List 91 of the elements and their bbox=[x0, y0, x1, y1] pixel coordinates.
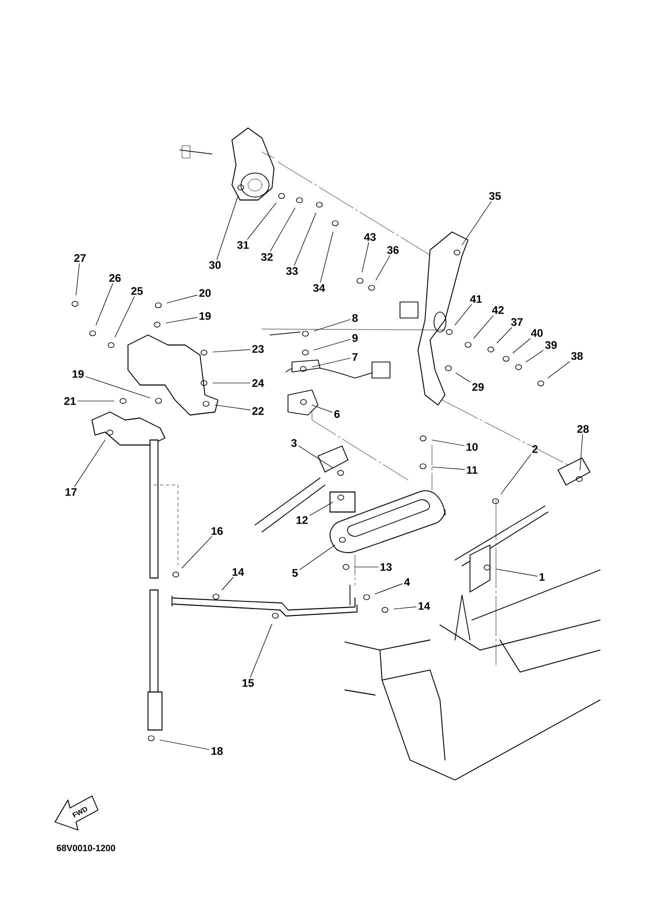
leader-line bbox=[456, 372, 470, 382]
leader-line bbox=[432, 466, 465, 470]
callout-number: 38 bbox=[571, 352, 583, 360]
callout-number: 8 bbox=[352, 314, 358, 322]
callout-number: 26 bbox=[109, 274, 121, 282]
callout-number: 19 bbox=[72, 370, 84, 378]
callout-number: 43 bbox=[364, 233, 376, 241]
callout-number: 36 bbox=[387, 246, 399, 254]
leader-line bbox=[500, 454, 532, 494]
leader-line bbox=[160, 740, 210, 750]
callout-number: 1 bbox=[540, 573, 545, 581]
callout-number: 20 bbox=[199, 289, 211, 297]
callout-number: 13 bbox=[380, 563, 392, 571]
callout-number: 21 bbox=[64, 397, 76, 405]
callout-number: 11 bbox=[466, 466, 478, 474]
leader-line bbox=[250, 624, 272, 678]
callout-number: 35 bbox=[489, 192, 501, 200]
leader-line bbox=[512, 338, 531, 354]
leader-line bbox=[214, 404, 250, 410]
leader-line bbox=[496, 568, 538, 576]
callout-number: 28 bbox=[577, 425, 589, 433]
callout-number: 14 bbox=[418, 602, 430, 610]
leader-line bbox=[580, 434, 583, 470]
callout-number: 41 bbox=[470, 295, 482, 303]
leader-line bbox=[76, 263, 80, 296]
leader-line bbox=[299, 544, 336, 570]
leader-line bbox=[526, 350, 544, 362]
leader-line bbox=[432, 440, 464, 446]
leader-line bbox=[394, 606, 416, 610]
callout-number: 7 bbox=[352, 353, 358, 361]
leader-line bbox=[166, 317, 198, 324]
callout-number: 33 bbox=[286, 267, 298, 275]
leader-line bbox=[496, 327, 512, 344]
leader-line bbox=[247, 202, 276, 240]
callout-number: 30 bbox=[209, 261, 221, 269]
leader-line bbox=[96, 283, 114, 326]
leader-line bbox=[212, 349, 250, 352]
callout-number: 6 bbox=[334, 410, 340, 418]
callout-number: 40 bbox=[531, 329, 543, 337]
callout-number: 14 bbox=[232, 568, 244, 576]
leader-line bbox=[462, 201, 492, 246]
leader-line bbox=[312, 404, 333, 413]
leader-line bbox=[314, 319, 351, 332]
callout-number: 31 bbox=[237, 241, 249, 249]
leader-line bbox=[74, 440, 106, 487]
leader-line bbox=[166, 294, 198, 304]
callout-number: 34 bbox=[313, 284, 326, 292]
callout-number: 22 bbox=[252, 407, 264, 415]
leader-line bbox=[78, 400, 114, 402]
callout-number: 18 bbox=[212, 747, 223, 755]
leader-line bbox=[548, 361, 570, 378]
leader-line bbox=[474, 315, 494, 338]
leader-line bbox=[86, 376, 150, 398]
leader-line bbox=[310, 502, 334, 516]
part-number: 68V0010-1200 bbox=[56, 844, 116, 852]
leader-line bbox=[270, 208, 296, 252]
callout-number: 25 bbox=[131, 287, 143, 295]
callout-number: 23 bbox=[252, 345, 264, 353]
callout-number: 10 bbox=[466, 443, 478, 451]
callout-number: 19 bbox=[200, 312, 211, 320]
leader-line bbox=[354, 566, 378, 568]
callout-number: 2 bbox=[532, 445, 538, 453]
leader-line bbox=[362, 242, 370, 272]
leader-line bbox=[294, 212, 316, 266]
leader-line bbox=[374, 584, 403, 594]
callout-number: 5 bbox=[292, 569, 298, 577]
leader-line bbox=[314, 339, 351, 350]
callout-number: 12 bbox=[296, 516, 308, 524]
callout-number: 42 bbox=[492, 306, 504, 314]
callout-number: 16 bbox=[212, 527, 223, 535]
leader-line bbox=[320, 232, 334, 283]
callout-number: 32 bbox=[261, 253, 273, 261]
callout-number: 37 bbox=[511, 318, 523, 326]
callout-number: 27 bbox=[74, 254, 86, 262]
leader-line bbox=[114, 296, 135, 338]
callout-number: 15 bbox=[242, 679, 254, 687]
leader-line bbox=[312, 358, 351, 368]
leader-line bbox=[376, 255, 390, 280]
leader-line bbox=[298, 446, 334, 468]
leader-line bbox=[212, 382, 250, 384]
callout-number: 17 bbox=[66, 488, 77, 496]
callout-number: 24 bbox=[252, 379, 264, 387]
callout-number: 4 bbox=[404, 578, 410, 586]
leader-line bbox=[222, 577, 234, 590]
leader-line bbox=[216, 196, 238, 260]
leader-line bbox=[454, 304, 472, 326]
callout-number: 39 bbox=[545, 341, 557, 349]
leader-line bbox=[182, 536, 212, 568]
callout-number: 3 bbox=[291, 439, 297, 447]
callout-number: 29 bbox=[472, 383, 484, 391]
callout-number: 9 bbox=[352, 334, 358, 342]
